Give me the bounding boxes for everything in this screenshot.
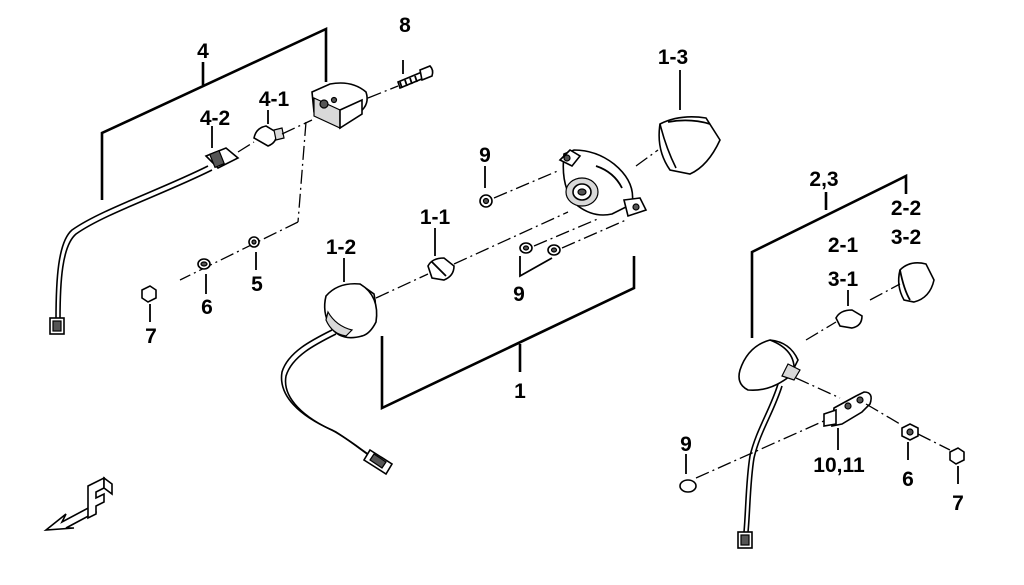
screws-9-mid — [519, 242, 561, 278]
lock-washer-6-left — [197, 258, 211, 294]
label-4-1: 4-1 — [259, 88, 290, 111]
label-2-1: 2-1 — [828, 234, 859, 257]
socket-1-2 — [323, 258, 378, 339]
bracket-1 — [380, 256, 636, 411]
label-5: 5 — [251, 273, 263, 296]
label-6-right: 6 — [902, 468, 914, 491]
label-1-3: 1-3 — [658, 46, 688, 69]
nut-7-left — [141, 285, 157, 322]
label-1: 1 — [514, 380, 526, 403]
socket-4-2 — [204, 126, 255, 169]
label-1-1: 1-1 — [420, 206, 451, 229]
wire-2-3 — [737, 383, 783, 549]
rear-signal-housing — [738, 339, 801, 392]
screw-9-bottom — [679, 454, 697, 493]
bracket-4 — [100, 26, 328, 200]
wire-1 — [280, 329, 394, 476]
lens-1-3 — [658, 70, 721, 175]
label-4-2: 4-2 — [200, 107, 230, 130]
callout-labels: 4 8 1-3 4-1 4-2 9 2,3 2-2 1-1 1-2 2-1 3-… — [145, 14, 964, 515]
nut-7-right — [949, 447, 965, 484]
license-light-housing — [311, 82, 368, 130]
bulb-3-1 — [835, 290, 863, 329]
label-10-11: 10,11 — [813, 454, 865, 477]
nut-6-right — [901, 423, 919, 460]
label-9-top: 9 — [479, 144, 491, 167]
bulb-4-1 — [253, 110, 285, 147]
label-2-2: 2-2 — [891, 197, 921, 220]
label-9-mid: 9 — [513, 283, 525, 306]
label-8: 8 — [399, 14, 411, 37]
bracket-2-3 — [750, 173, 908, 338]
bolt-8 — [397, 60, 434, 90]
mount-bracket-10-11 — [823, 391, 872, 450]
label-6-left: 6 — [201, 296, 213, 319]
wire-4 — [49, 165, 213, 335]
label-7-right: 7 — [952, 492, 964, 515]
label-3-2: 3-2 — [891, 226, 921, 249]
turn-signal-housing-1 — [558, 148, 648, 218]
label-7-left: 7 — [145, 325, 157, 348]
label-3-1: 3-1 — [828, 268, 859, 291]
bulb-1-1 — [427, 228, 455, 281]
washer-5 — [248, 236, 260, 270]
label-2-3: 2,3 — [809, 168, 838, 191]
label-1-2: 1-2 — [326, 236, 356, 259]
label-4: 4 — [197, 40, 209, 63]
front-arrow-icon — [43, 476, 113, 531]
label-9-bottom: 9 — [680, 433, 692, 456]
lens-3-2 — [897, 262, 935, 303]
screw-9-top — [479, 166, 493, 208]
